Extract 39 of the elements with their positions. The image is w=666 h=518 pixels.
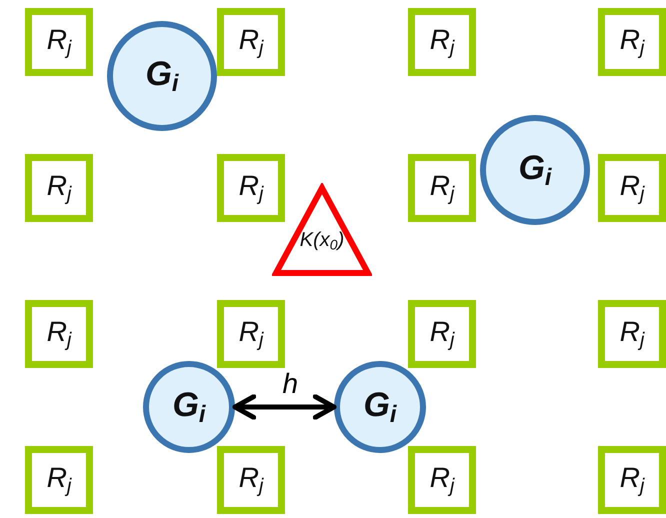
node-label: R$_{j}$ xyxy=(238,318,264,350)
square-box xyxy=(25,300,93,368)
node-label: R$_{j}$ xyxy=(430,318,454,350)
node-label: R$_{j}$ xyxy=(46,26,72,58)
node-label: G$_{i}$ xyxy=(518,150,552,190)
node-label: G$_{i}$ xyxy=(172,388,206,426)
square-box xyxy=(598,300,666,368)
node-label: G$_{i}$ xyxy=(145,56,179,96)
node-label: G$_{i}$ xyxy=(363,388,397,426)
square-box xyxy=(25,154,93,222)
square-box xyxy=(598,446,666,514)
node-label: R$_{j}$ xyxy=(620,172,644,204)
node-label: R$_{j}$ xyxy=(430,464,454,496)
node-label: R$_{j}$ xyxy=(238,26,264,58)
double-arrow xyxy=(232,394,336,420)
square-box xyxy=(598,154,666,222)
square-box xyxy=(217,8,285,76)
node-label: R$_{j}$ xyxy=(238,464,264,496)
square-box xyxy=(408,446,476,514)
node-label: R$_{j}$ xyxy=(620,464,644,496)
square-box xyxy=(25,8,93,76)
node-label: R$_{j}$ xyxy=(620,26,644,58)
node-label: R$_{j}$ xyxy=(46,172,72,204)
node-label: R$_{j}$ xyxy=(430,172,454,204)
square-box xyxy=(408,8,476,76)
square-box xyxy=(408,154,476,222)
square-box xyxy=(25,446,93,514)
node-label: R$_{j}$ xyxy=(620,318,644,350)
square-box xyxy=(598,8,666,76)
node-label: R$_{j}$ xyxy=(46,464,72,496)
node-label: R$_{j}$ xyxy=(46,318,72,350)
node-label: R$_{j}$ xyxy=(430,26,454,58)
square-box xyxy=(217,154,285,222)
node-label: R$_{j}$ xyxy=(238,172,264,204)
square-box xyxy=(217,300,285,368)
triangle-label: K(x$_{0}$) xyxy=(300,230,344,252)
square-box xyxy=(217,446,285,514)
triangle-node xyxy=(272,183,372,277)
square-box xyxy=(408,300,476,368)
